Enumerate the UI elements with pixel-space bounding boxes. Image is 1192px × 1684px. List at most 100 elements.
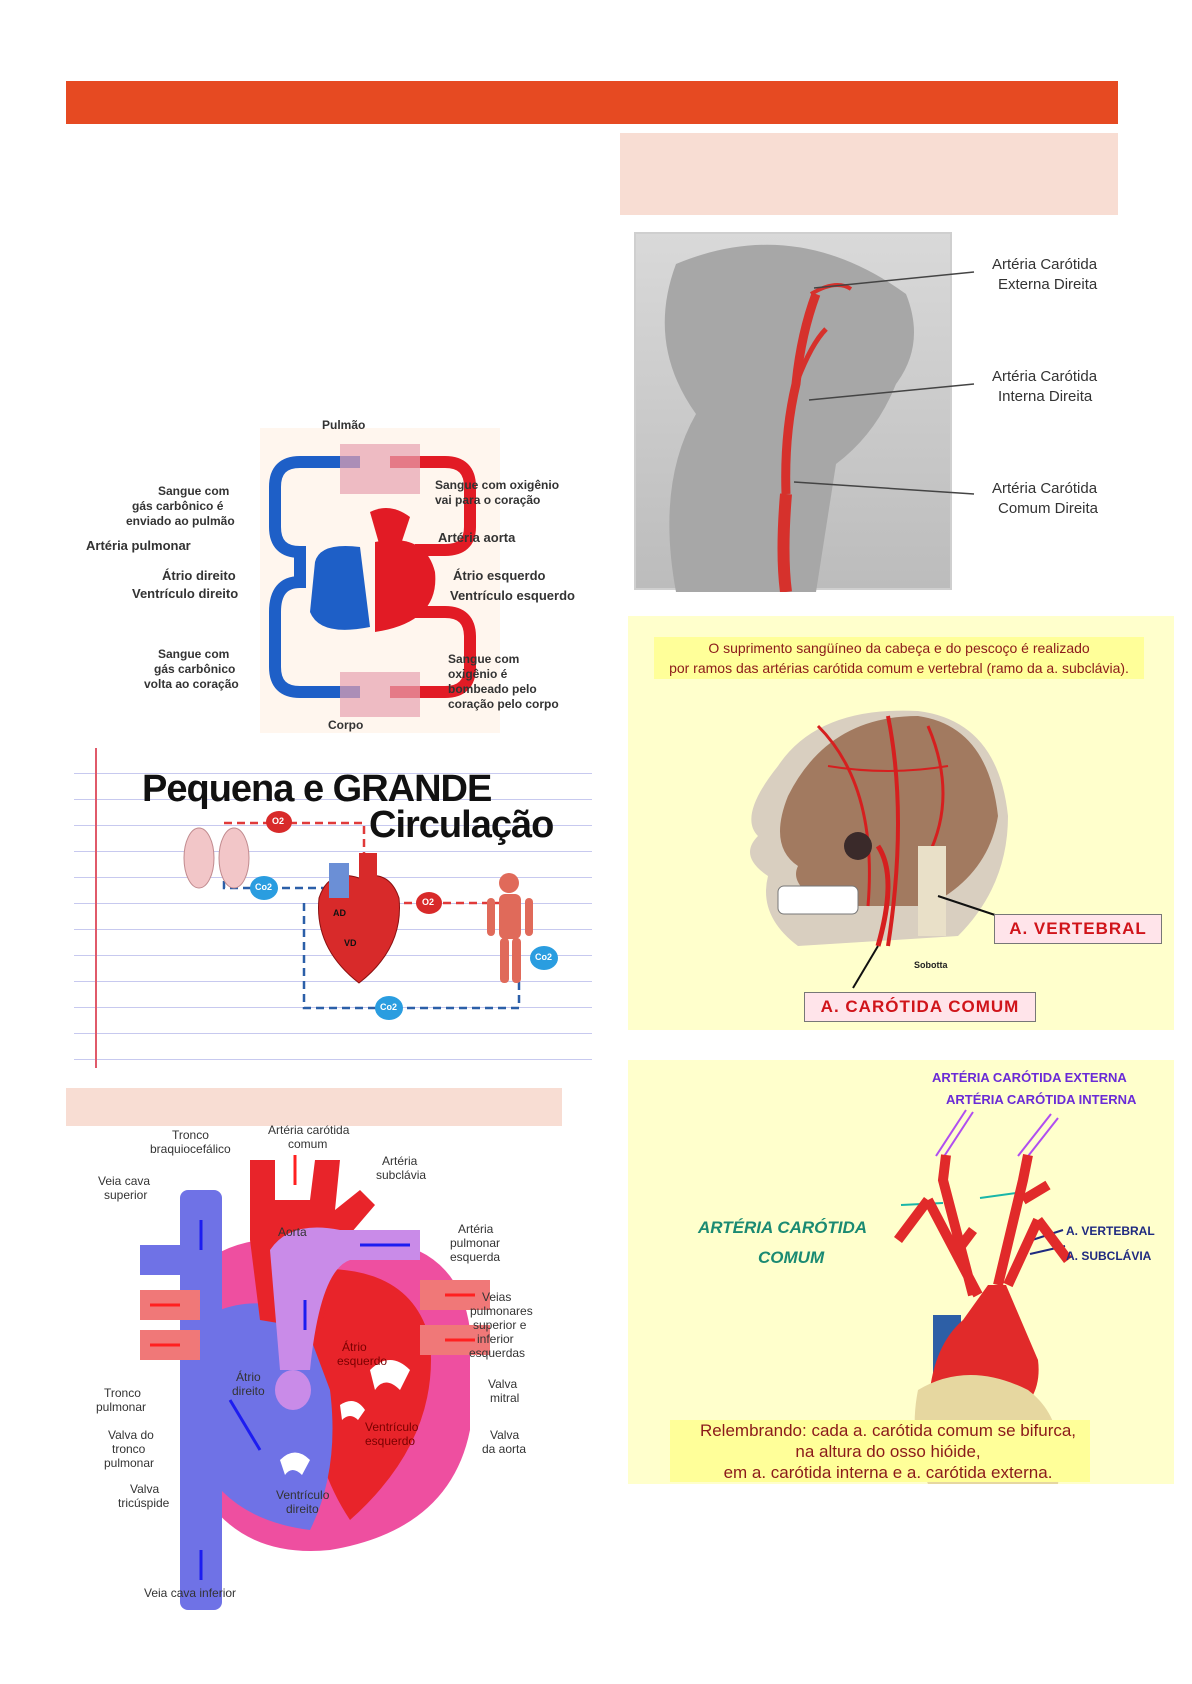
heart-label: Ventrículo [276, 1488, 330, 1502]
heart-label: pulmonar [450, 1236, 501, 1250]
carotida-label-box [804, 992, 1036, 1022]
left-label: gás carbônico é [132, 499, 224, 513]
pequena-title-2: Circulação [369, 804, 554, 846]
heart-label: esquerda [450, 1250, 501, 1264]
pequena-grande-diagram: Pequena e GRANDE Circulação O2 Co2 O2 Co… [74, 748, 592, 1068]
right-label: Sangue com [448, 652, 520, 666]
heart-label: Tronco [172, 1128, 209, 1142]
neck-label: Artéria Carótida [992, 368, 1098, 385]
right-label: bombeado pelo [448, 682, 537, 696]
label-vertebral: A. VERTEBRAL [1066, 1224, 1155, 1238]
note-line-3: em a. carótida interna e a. carótida ext… [723, 1463, 1053, 1482]
heart-label: pulmonares [470, 1304, 533, 1318]
heart-label: esquerdas [469, 1346, 526, 1360]
heart-label: direito [232, 1384, 265, 1398]
left-label: Átrio direito [162, 568, 236, 583]
carotida-label: A. CARÓTIDA COMUM [820, 997, 1020, 1016]
note-line-1: Relembrando: cada a. carótida comum se b… [699, 1421, 1077, 1440]
heart-label: tronco [112, 1442, 146, 1456]
heart-label: Artéria [382, 1154, 418, 1168]
note-line-2: na altura do osso hióide, [795, 1442, 981, 1461]
heart-label: Átrio [236, 1370, 261, 1384]
neck-label: Artéria Carótida [992, 256, 1098, 273]
header-bar [66, 81, 1118, 124]
label-carotida-externa: ARTÉRIA CARÓTIDA EXTERNA [932, 1070, 1127, 1085]
heart-label: inferior [477, 1332, 514, 1346]
heart-label: da aorta [482, 1442, 527, 1456]
heart-label: Veias [482, 1290, 512, 1304]
heart-label: subclávia [376, 1168, 427, 1182]
right-heading-box [620, 133, 1118, 215]
sobotta-credit: Sobotta [914, 960, 948, 970]
neck-artery-illustration: Artéria Carótida Externa Direita Artéria… [634, 232, 1118, 592]
heart-label: esquerdo [337, 1354, 388, 1368]
caption-box [654, 637, 1144, 679]
heart-label: braquiocefálico [150, 1142, 231, 1156]
neck-label: Externa Direita [998, 276, 1098, 293]
neck-image [634, 232, 952, 592]
heart-label: Valva [130, 1482, 160, 1496]
heart-label: direito [286, 1502, 319, 1516]
right-label: coração pelo corpo [448, 697, 559, 711]
o2-badge: O2 [272, 816, 285, 826]
heart-label: Valva [488, 1377, 518, 1391]
left-label: volta ao coração [144, 677, 239, 691]
right-label: Átrio esquerdo [453, 568, 546, 583]
left-label: Sangue com [158, 484, 230, 498]
o2-badge: O2 [422, 897, 435, 907]
neck-label: Interna Direita [998, 388, 1093, 405]
co2-badge: Co2 [380, 1002, 398, 1012]
heart-label: Artéria [458, 1222, 494, 1236]
heart-label: pulmonar [96, 1400, 147, 1414]
vertebral-label: A. VERTEBRAL [1009, 919, 1147, 938]
left-label: enviado ao pulmão [126, 514, 235, 528]
left-heading-box [66, 1088, 562, 1126]
neck-label: Artéria Carótida [992, 480, 1098, 497]
right-label: Ventrículo esquerdo [450, 588, 575, 603]
heart-label: Átrio [342, 1340, 367, 1354]
heart-label: Veia cava inferior [144, 1586, 237, 1600]
heart-label: mitral [490, 1391, 520, 1405]
carotid-bifurcation-panel: ARTÉRIA CARÓTIDA EXTERNA ARTÉRIA CARÓTID… [628, 1060, 1174, 1484]
label-corpo: Corpo [328, 718, 364, 732]
co2-badge: Co2 [255, 882, 273, 892]
heart-label: Ventrículo [365, 1420, 419, 1434]
left-label: Ventrículo direito [132, 586, 239, 601]
left-label: Artéria pulmonar [86, 538, 191, 553]
heart-anatomy-diagram: Tronco braquiocefálico Artéria carótida … [80, 1123, 550, 1610]
heart-label: comum [288, 1137, 328, 1151]
label-carotida-comum-2: COMUM [758, 1248, 825, 1267]
label-carotida-interna: ARTÉRIA CARÓTIDA INTERNA [946, 1092, 1137, 1107]
heart-vd: VD [344, 938, 357, 948]
heart-label: Artéria carótida [268, 1123, 350, 1137]
right-label: Sangue com oxigênio [435, 478, 560, 492]
heart-label: Aorta [278, 1225, 307, 1239]
right-label: Artéria aorta [438, 530, 516, 545]
heart-label: Veia cava [98, 1174, 151, 1188]
heart-label: superior [104, 1188, 148, 1202]
left-label: Sangue com [158, 647, 230, 661]
left-label: gás carbônico [154, 662, 236, 676]
pequena-title-1: Pequena e GRANDE [142, 768, 492, 810]
heart-label: esquerdo [365, 1434, 416, 1448]
vertebral-label-box [994, 914, 1162, 944]
right-label: vai para o coração [435, 493, 541, 507]
label-carotida-comum-1: ARTÉRIA CARÓTIDA [698, 1218, 868, 1237]
heart-ad: AD [333, 908, 346, 918]
heart-label: Valva do [108, 1428, 154, 1442]
label-pulmao: Pulmão [322, 418, 366, 432]
note-box [670, 1420, 1090, 1482]
co2-badge: Co2 [535, 952, 553, 962]
heart-label: superior e [473, 1318, 527, 1332]
sobotta-skull-panel: O suprimento sangüíneo da cabeça e do pe… [628, 616, 1174, 1030]
heart-label: tricúspide [118, 1496, 170, 1510]
heart-label: Tronco [104, 1386, 141, 1400]
circulation-diagram: Pulmão Corpo Sangue com gás carbônico é … [70, 418, 590, 737]
right-label: oxigênio é [448, 667, 508, 681]
heart-label: Valva [490, 1428, 520, 1442]
sobotta-caption-1: O suprimento sangüíneo da cabeça e do pe… [708, 640, 1090, 656]
label-subclavia: A. SUBCLÁVIA [1066, 1249, 1152, 1263]
heart-label: pulmonar [104, 1456, 155, 1470]
neck-label: Comum Direita [998, 500, 1099, 517]
sobotta-caption-2: por ramos das artérias carótida comum e … [669, 660, 1129, 676]
